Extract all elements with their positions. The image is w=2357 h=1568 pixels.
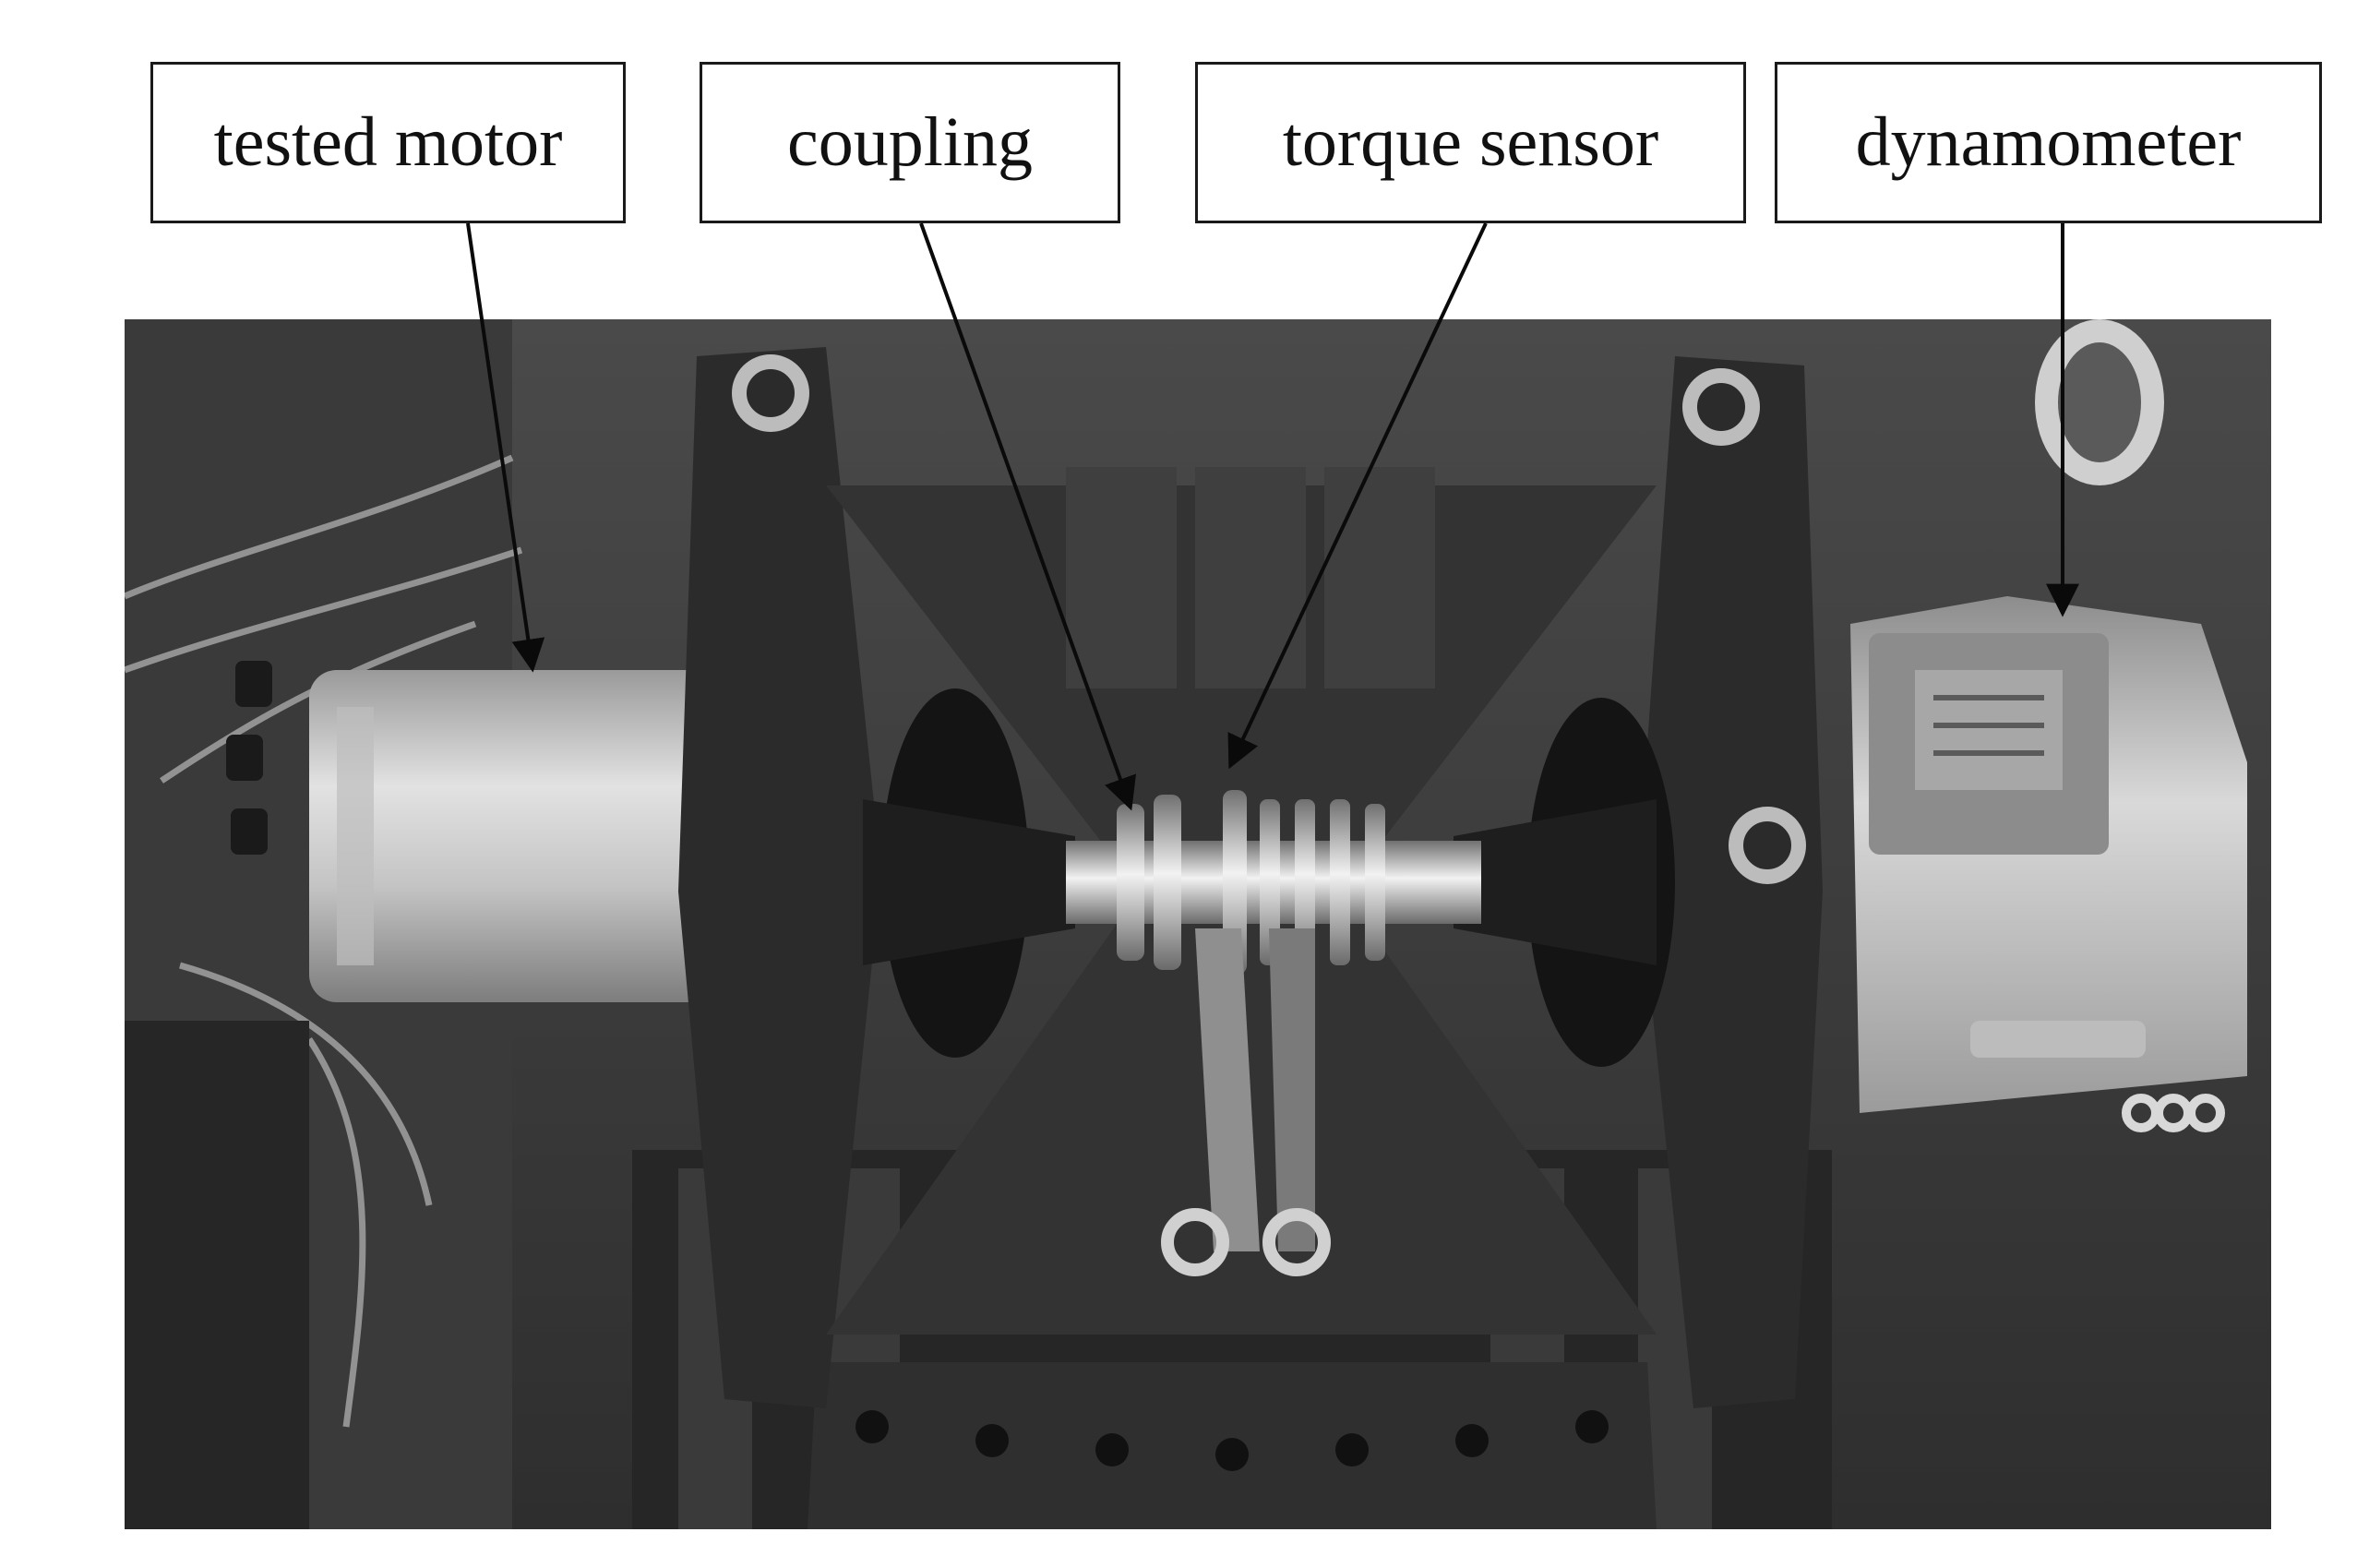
label-torque-sensor-text: torque sensor <box>1282 103 1659 181</box>
label-tested-motor: tested motor <box>150 62 626 223</box>
label-tested-motor-text: tested motor <box>213 103 563 181</box>
label-coupling: coupling <box>700 62 1120 223</box>
label-dynamometer: dynamometer <box>1775 62 2322 223</box>
arrow-coupling <box>919 222 1137 811</box>
arrow-torque-sensor <box>1227 222 1488 770</box>
label-coupling-text: coupling <box>787 103 1033 181</box>
test-bench-photo <box>125 319 2271 1529</box>
label-torque-sensor: torque sensor <box>1195 62 1746 223</box>
arrow-tested-motor <box>466 222 545 673</box>
label-dynamometer-text: dynamometer <box>1855 103 2242 181</box>
